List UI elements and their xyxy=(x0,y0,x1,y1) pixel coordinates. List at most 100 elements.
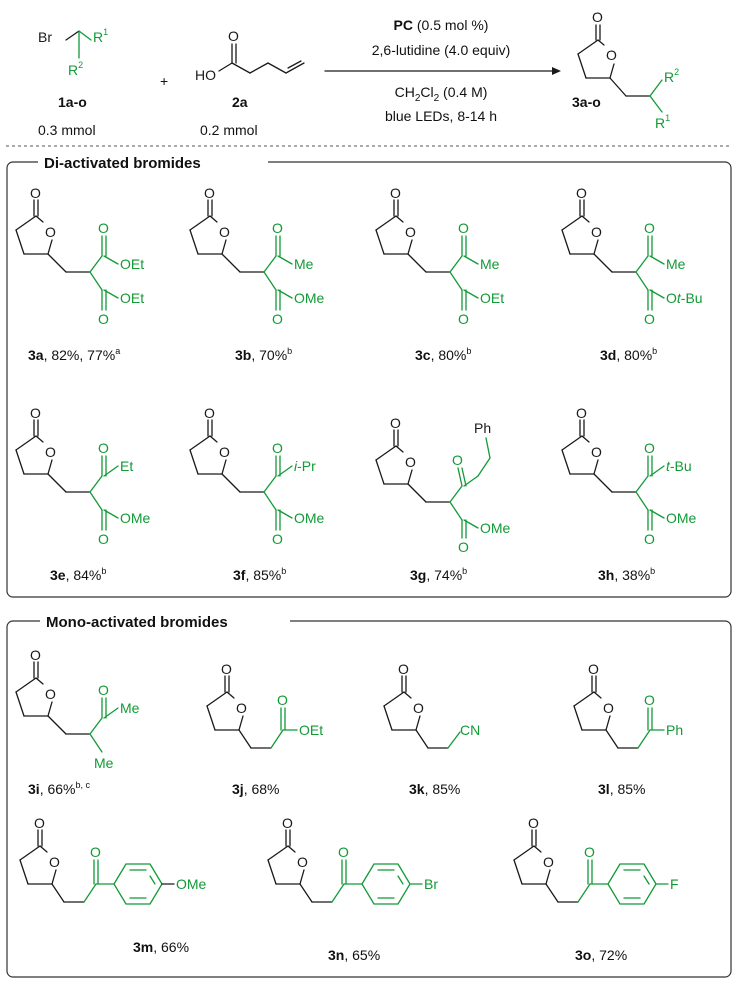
carbonyl-oxygen: O xyxy=(204,405,215,421)
carbonyl-oxygen: O xyxy=(282,815,293,831)
substituent-label: OMe xyxy=(480,520,511,536)
substituent-label: F xyxy=(670,876,679,892)
ring-oxygen: O xyxy=(413,700,424,716)
acid-carbonyl-oxygen: O xyxy=(228,28,239,44)
compound-label: 3o, 72% xyxy=(575,947,627,963)
substituent-label: Me xyxy=(294,256,314,272)
ester-carbonyl-oxygen: O xyxy=(458,311,469,327)
carbonyl-oxygen: O xyxy=(390,415,401,431)
ketone-oxygen: O xyxy=(90,844,101,860)
ketone-oxygen: O xyxy=(452,452,463,468)
mono-activated-frame xyxy=(6,620,732,978)
compound-label: 3a, 82%, 77%a xyxy=(28,346,120,363)
ketone-oxygen: O xyxy=(272,440,283,456)
substituent-label: OMe xyxy=(666,510,697,526)
substituent-label: Me xyxy=(666,256,686,272)
ring-oxygen: O xyxy=(297,854,308,870)
acid-hydroxyl: HO xyxy=(195,67,216,83)
compound-3l: O O O Ph xyxy=(573,661,683,749)
substituent-label: Br xyxy=(424,876,438,892)
ester-carbonyl-oxygen: O xyxy=(98,531,109,547)
compound-3o: O O O F xyxy=(513,815,679,905)
compound-3f: O O O i-Pr O OMe xyxy=(189,405,325,547)
carbonyl-oxygen: O xyxy=(221,661,232,677)
compound-label: 3e, 84%b xyxy=(50,566,106,583)
compound-3j: O O O OEt xyxy=(206,661,323,749)
ring-oxygen: O xyxy=(591,444,602,460)
substituent-label: Me xyxy=(94,755,114,771)
carbonyl-oxygen: O xyxy=(30,647,41,663)
plus-sign: + xyxy=(160,73,168,89)
compound-label: 3m, 66% xyxy=(133,939,189,955)
compound-label: 3j, 68% xyxy=(232,781,280,797)
ketone-oxygen: O xyxy=(338,844,349,860)
compound-3h: O O O t-Bu O OMe xyxy=(561,405,697,547)
substituent-label: Ph xyxy=(474,420,491,436)
conditions-solvent: CH2Cl2 (0.4 M) xyxy=(395,84,488,104)
substituent-label: OEt xyxy=(120,290,144,306)
frame-gap xyxy=(38,154,268,172)
carbonyl-oxygen: O xyxy=(390,185,401,201)
carbonyl-oxygen: O xyxy=(30,405,41,421)
r1-label: R1 xyxy=(93,27,108,45)
ring-oxygen: O xyxy=(219,224,230,240)
reactant1-amount: 0.3 mmol xyxy=(38,122,96,138)
carbonyl-oxygen: O xyxy=(528,815,539,831)
ring-oxygen: O xyxy=(45,444,56,460)
ring-oxygen: O xyxy=(45,224,56,240)
substituent-label: OEt xyxy=(299,722,323,738)
reactant1-id: 1a-o xyxy=(58,94,87,110)
substituent-label: OMe xyxy=(176,876,207,892)
arrow-head xyxy=(552,67,561,75)
compound-3k: O O CN xyxy=(383,661,480,749)
carbonyl-oxygen: O xyxy=(592,9,603,25)
ester-carbonyl-oxygen: O xyxy=(458,539,469,555)
compound-3c: O O O Me O OEt xyxy=(375,185,504,327)
ester-carbonyl-oxygen: O xyxy=(644,531,655,547)
ketone-oxygen: O xyxy=(98,440,109,456)
ester-carbonyl-oxygen: O xyxy=(98,311,109,327)
conditions-base: 2,6-lutidine (4.0 equiv) xyxy=(372,42,511,58)
compound-label: 3h, 38%b xyxy=(598,566,655,583)
section-title-di-activated: Di-activated bromides xyxy=(44,155,201,172)
ring-oxygen: O xyxy=(49,854,60,870)
substituent-label: Me xyxy=(480,256,500,272)
r2-label: R2 xyxy=(664,67,679,85)
conditions-light: blue LEDs, 8-14 h xyxy=(385,108,497,124)
ketone-oxygen: O xyxy=(644,692,655,708)
ketone-oxygen: O xyxy=(644,440,655,456)
substituent-label: Ph xyxy=(666,722,683,738)
di-activated-frame xyxy=(6,161,732,598)
carbonyl-oxygen: O xyxy=(204,185,215,201)
reactant2-amount: 0.2 mmol xyxy=(200,122,258,138)
substituent-label: OEt xyxy=(480,290,504,306)
compound-label: 3i, 66%b, c xyxy=(28,780,91,797)
ester-carbonyl-oxygen: O xyxy=(98,220,109,236)
carbonyl-oxygen: O xyxy=(398,661,409,677)
reactant-pentenoic-acid: O HO xyxy=(195,28,305,83)
reactant2-id: 2a xyxy=(232,94,248,110)
compound-3g: O O O Ph O OMe xyxy=(375,415,511,555)
substituent-label: Ot-Bu xyxy=(666,290,703,306)
r1-label: R1 xyxy=(655,113,670,131)
product-id: 3a-o xyxy=(572,94,601,110)
compound-label: 3c, 80%b xyxy=(415,346,471,363)
ketone-oxygen: O xyxy=(272,220,283,236)
substituent-label: OEt xyxy=(120,256,144,272)
compound-label: 3g, 74%b xyxy=(410,566,467,583)
ester-carbonyl-oxygen: O xyxy=(644,311,655,327)
conditions-catalyst: PC (0.5 mol %) xyxy=(394,17,489,33)
compound-3b: O O O Me O OMe xyxy=(189,185,325,327)
substituent-label: OMe xyxy=(294,510,325,526)
compound-3n: O O O Br xyxy=(267,815,438,905)
compound-label: 3n, 65% xyxy=(328,947,380,963)
ketone-oxygen: O xyxy=(584,844,595,860)
bromine-atom: Br xyxy=(38,29,52,45)
product-general-structure: O O R2 R1 xyxy=(577,9,679,131)
compound-3i: O O O Me Me xyxy=(15,647,140,771)
substituent-label: OMe xyxy=(120,510,151,526)
ester-carbonyl-oxygen: O xyxy=(272,531,283,547)
compound-label: 3f, 85%b xyxy=(233,566,286,583)
compound-label: 3k, 85% xyxy=(409,781,460,797)
